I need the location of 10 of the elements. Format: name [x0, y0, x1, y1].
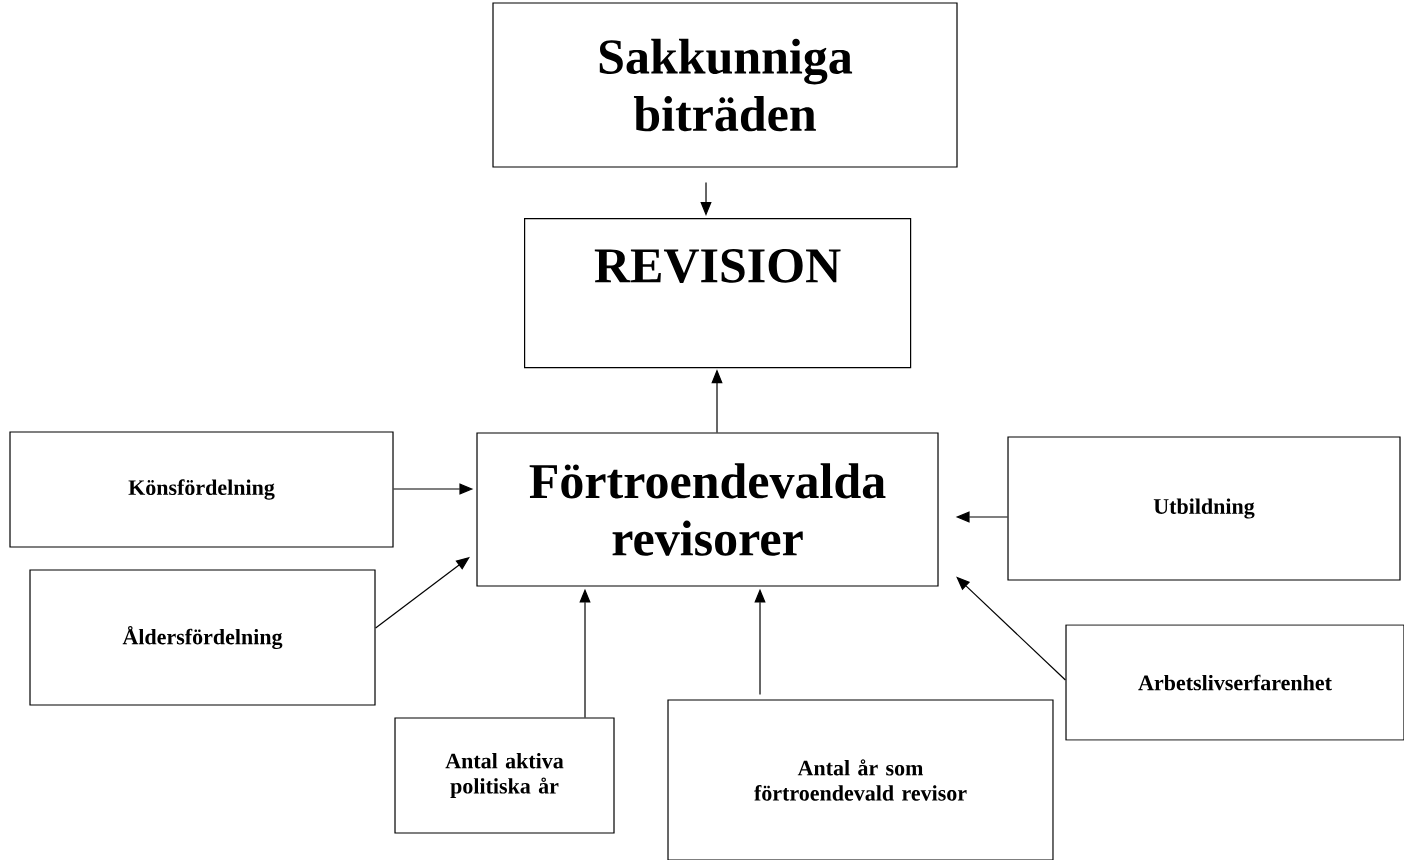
box: Antal aktiva politiska år	[394, 717, 615, 834]
box	[524, 218, 912, 369]
box: Antal år som förtroendevald revisor	[667, 699, 1054, 860]
box: Sakkunniga biträden	[492, 2, 958, 168]
box-label: REVISION	[594, 249, 841, 283]
box: Förtroendevalda revisorer	[476, 432, 939, 587]
box: Utbildning	[1007, 436, 1401, 581]
box: Könsfördelning	[9, 431, 394, 548]
box: Arbetslivserfarenhet	[1065, 624, 1404, 741]
box: Åldersfördelning	[29, 569, 376, 706]
